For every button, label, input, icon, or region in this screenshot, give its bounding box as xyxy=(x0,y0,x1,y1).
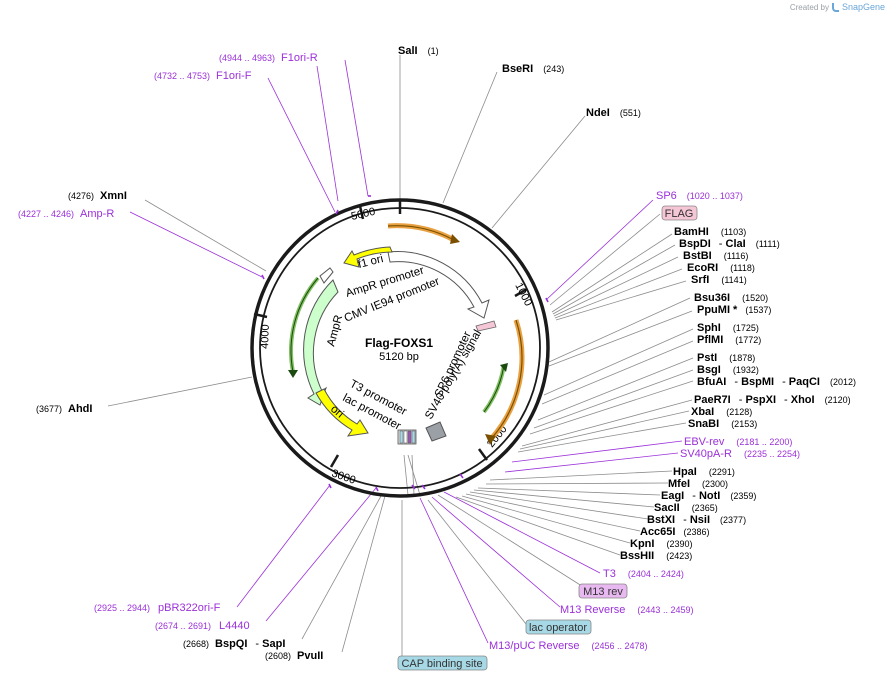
snapgene-credit: Created by SnapGene xyxy=(790,2,885,12)
enzyme-ndei[interactable]: NdeI(551) xyxy=(586,107,641,119)
enzyme-ppumi[interactable]: PpuMI *(1537) xyxy=(697,304,771,316)
enzyme-xmni[interactable]: (4276)XmnI xyxy=(68,190,127,202)
primer-sp6[interactable]: SP6(1020 .. 1037) xyxy=(656,190,743,202)
enzyme-ecori[interactable]: EcoRI(1118) xyxy=(687,262,755,274)
feature-tag-lac-operator[interactable]: lac operator xyxy=(525,619,592,635)
primer-amp-r[interactable]: (4227 .. 4246)Amp-R xyxy=(18,208,114,220)
enzyme-bspdi[interactable]: BspDI- ClaI(1111) xyxy=(679,238,780,250)
enzyme-ahdi[interactable]: (3677)AhdI xyxy=(36,403,92,415)
enzyme-bstbi[interactable]: BstBI(1116) xyxy=(683,250,748,262)
ampr-promoter-arrow xyxy=(319,267,334,284)
enzyme-pflmi[interactable]: PflMI(1772) xyxy=(697,334,761,346)
enzyme-sacii[interactable]: SacII(2365) xyxy=(654,502,718,514)
enzyme-bspqi[interactable]: (2668)BspQI- SapI xyxy=(183,638,285,650)
enzyme-bfuai[interactable]: BfuAI- BspMI- PaqCI(2012) xyxy=(697,376,856,388)
feature-tag-cap-binding-site[interactable]: CAP binding site xyxy=(397,655,488,671)
leader-lines xyxy=(107,55,694,658)
plasmid-title: Flag-FOXS1 5120 bp xyxy=(365,336,433,363)
snapgene-logo-icon xyxy=(831,2,839,12)
enzyme-kpni[interactable]: KpnI(2390) xyxy=(630,538,692,550)
feature-tag-flag[interactable]: FLAG xyxy=(661,205,698,221)
m13-rev-tag-label: M13 rev xyxy=(583,586,623,598)
enzyme-sphi[interactable]: SphI(1725) xyxy=(697,322,759,334)
flag-tag-label: FLAG xyxy=(665,208,694,220)
enzyme-sali[interactable]: SalI(1) xyxy=(398,45,439,57)
primer-sv40pa-r[interactable]: SV40pA-R(2235 .. 2254) xyxy=(680,448,800,460)
enzyme-hpai[interactable]: HpaI(2291) xyxy=(673,466,735,478)
primer-l4440[interactable]: (2674 .. 2691)L4440 xyxy=(155,620,250,632)
lac-operator-tag-label: lac operator xyxy=(529,622,587,634)
primer-f1ori-r[interactable]: (4944 .. 4963)F1ori-R xyxy=(219,52,318,64)
enzyme-xbai[interactable]: XbaI(2128) xyxy=(691,406,752,418)
primer-pbr322ori-f[interactable]: (2925 .. 2944)pBR322ori-F xyxy=(94,602,221,614)
tick-marks xyxy=(253,200,528,468)
enzyme-pvuii[interactable]: (2608)PvuII xyxy=(265,650,323,662)
sp6-promoter-glyph xyxy=(475,320,497,332)
feature-label-ampr: AmpR xyxy=(325,314,345,348)
plasmid-size: 5120 bp xyxy=(379,351,419,363)
enzyme-bstxi[interactable]: BstXI- NsiI(2377) xyxy=(647,514,746,526)
primer-m13-reverse[interactable]: M13 Reverse(2443 .. 2459) xyxy=(560,604,693,616)
enzyme-srfi[interactable]: SrfI(1141) xyxy=(691,274,747,286)
labels-left: (4944 .. 4963)F1ori-R (4732 .. 4753)F1or… xyxy=(18,52,318,415)
enzyme-bseri[interactable]: BseRI(243) xyxy=(502,63,564,75)
enzyme-bsshii[interactable]: BssHII(2423) xyxy=(620,550,692,562)
enzyme-paer7i[interactable]: PaeR7I- PspXI- XhoI(2120) xyxy=(694,394,851,406)
enzyme-snabi[interactable]: SnaBI(2153) xyxy=(688,418,757,430)
tick-label-4000: 4000 xyxy=(259,324,272,349)
f1-ori-arrow xyxy=(343,246,393,268)
features xyxy=(288,223,525,445)
primer-f1ori-f[interactable]: (4732 .. 4753)F1ori-F xyxy=(154,70,252,82)
tick-label-5000: 5000 xyxy=(350,206,377,223)
cap-binding-site-tag-label: CAP binding site xyxy=(401,658,482,670)
credit-prefix: Created by xyxy=(789,2,829,12)
enzyme-acc65i[interactable]: Acc65I(2386) xyxy=(640,526,710,538)
orange-arc-right-icon xyxy=(488,319,525,442)
green-arc-right-icon xyxy=(482,364,506,414)
enzyme-psti[interactable]: PstI(1878) xyxy=(697,352,755,364)
cmv-promoter-arrow xyxy=(387,251,490,319)
enzyme-bsgi[interactable]: BsgI(1932) xyxy=(697,364,759,376)
enzyme-eagi[interactable]: EagI- NotI(2359) xyxy=(661,490,756,502)
ori-arrow xyxy=(315,388,369,437)
lac-cluster-glyph xyxy=(397,429,417,445)
labels-top: SalI(1) BseRI(243) NdeI(551) xyxy=(398,45,641,119)
labels-right: SP6(1020 .. 1037) FLAG BamHI(1103) BspDI… xyxy=(397,190,856,671)
feature-tag-m13-rev[interactable]: M13 rev xyxy=(578,583,628,599)
primer-m13-puc-reverse[interactable]: M13/pUC Reverse(2456 .. 2478) xyxy=(489,640,648,652)
enzyme-mfei[interactable]: MfeI(2300) xyxy=(668,478,728,490)
primer-t3[interactable]: T3(2404 .. 2424) xyxy=(603,568,684,580)
primer-ebv-rev[interactable]: EBV-rev(2181 .. 2200) xyxy=(684,436,792,448)
sv40-polya-glyph xyxy=(425,421,447,442)
labels-bottom-left: (2925 .. 2944)pBR322ori-F (2674 .. 2691)… xyxy=(94,602,323,662)
enzyme-bsu36i[interactable]: Bsu36I(1520) xyxy=(694,292,768,304)
enzyme-bamhi[interactable]: BamHI(1103) xyxy=(674,226,746,238)
ampr-arrow xyxy=(303,279,339,406)
primer-marks xyxy=(261,195,549,492)
credit-brand: SnapGene xyxy=(841,2,885,12)
plasmid-name: Flag-FOXS1 xyxy=(365,336,433,350)
